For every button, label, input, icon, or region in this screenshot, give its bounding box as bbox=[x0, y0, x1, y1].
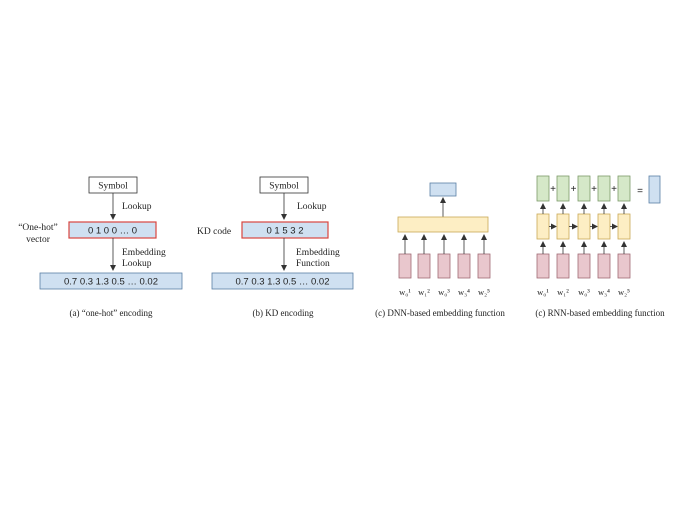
panel-a-embed-label-line1: Embedding bbox=[122, 248, 166, 258]
panel-b-embedding-box bbox=[211, 272, 354, 290]
panel-d-plus-sign: + bbox=[611, 184, 617, 195]
panel-d-input-label: w₀¹ bbox=[537, 287, 549, 297]
panel-d-input-cell bbox=[536, 253, 550, 279]
panel-d-hidden-cell bbox=[536, 213, 550, 240]
panel-c-input-label: w₃⁴ bbox=[458, 287, 470, 297]
panel-a-symbol-label: Symbol bbox=[98, 182, 128, 192]
panel-c-input-label: w₂⁵ bbox=[478, 287, 490, 297]
panel-d-cell-group: + w₀¹ + w₁² + w₀³ + w₃⁴ w₂⁵ bbox=[536, 175, 631, 297]
panel-a-caption: (a) “one-hot” encoding bbox=[70, 308, 153, 318]
panel-c-input-label: w₁² bbox=[418, 287, 430, 297]
panel-c-output-box bbox=[429, 182, 457, 197]
panel-d-input-cell bbox=[597, 253, 611, 279]
panel-d-output-cell bbox=[577, 175, 591, 202]
panel-d-input-cell bbox=[577, 253, 591, 279]
panel-b-lookup-label: Lookup bbox=[297, 202, 327, 212]
panel-c-input-label: w₀¹ bbox=[399, 287, 411, 297]
panel-a-onehot-label-line2: vector bbox=[26, 235, 51, 245]
panel-b-kd-vector-box bbox=[241, 221, 329, 239]
panel-d-output-cell bbox=[556, 175, 570, 202]
panel-d-equals: = bbox=[637, 186, 643, 197]
panel-d-hidden-cell bbox=[556, 213, 570, 240]
panel-d-plus-sign: + bbox=[550, 184, 556, 195]
panel-b-kd: Symbol Lookup KD code 0 1 5 3 2 Embeddin… bbox=[197, 176, 354, 318]
panel-b-embed-label-line2: Function bbox=[296, 259, 330, 269]
panel-c-input-cell bbox=[417, 253, 431, 279]
panel-a-embed-label-line2: Lookup bbox=[122, 259, 152, 269]
panel-a-lookup-label: Lookup bbox=[122, 202, 152, 212]
panel-a-embedding-values: 0.7 0.3 1.3 0.5 … 0.02 bbox=[64, 277, 158, 288]
panel-c-input-cell bbox=[437, 253, 451, 279]
panel-c-hidden-layer bbox=[397, 216, 489, 233]
panel-b-caption: (b) KD encoding bbox=[253, 308, 314, 318]
panel-d-input-label: w₂⁵ bbox=[618, 287, 630, 297]
panel-d-input-label: w₀³ bbox=[578, 287, 590, 297]
panel-c-dnn: w₀¹ w₁² w₀³ w₃⁴ w₂⁵ (c) DNN-based embedding … bbox=[375, 182, 505, 318]
panel-a-onehot-vector-box bbox=[68, 221, 157, 239]
panel-c-input-cell bbox=[457, 253, 471, 279]
panel-d-caption: (c) RNN-based embedding function bbox=[535, 308, 665, 318]
panel-b-symbol-label: Symbol bbox=[269, 182, 299, 192]
panel-b-kd-vector: 0 1 5 3 2 bbox=[267, 226, 304, 237]
panel-d-output-cell bbox=[536, 175, 550, 202]
panel-d-output-cell bbox=[597, 175, 611, 202]
panel-d-hidden-cell bbox=[597, 213, 611, 240]
panel-d-input-label: w₃⁴ bbox=[598, 287, 610, 297]
panel-d-input-label: w₁² bbox=[557, 287, 569, 297]
panel-b-embedding-values: 0.7 0.3 1.3 0.5 … 0.02 bbox=[235, 277, 329, 288]
panel-d-input-cell bbox=[617, 253, 631, 279]
panel-c-caption: (c) DNN-based embedding function bbox=[375, 308, 505, 318]
panel-d-output-cell bbox=[617, 175, 631, 202]
panel-d-rnn: + w₀¹ + w₁² + w₀³ + w₃⁴ w₂⁵ = (c) RNN-based embe… bbox=[535, 175, 665, 318]
panel-d-input-cell bbox=[556, 253, 570, 279]
panel-c-input-cell bbox=[398, 253, 412, 279]
panel-d-hidden-cell bbox=[617, 213, 631, 240]
panel-a-embedding-box bbox=[39, 272, 183, 290]
panel-d-plus-sign: + bbox=[591, 184, 597, 195]
panel-d-plus-sign: + bbox=[571, 184, 577, 195]
panel-a-onehot-vector: 0 1 0 0 … 0 bbox=[88, 226, 137, 237]
panel-c-input-group: w₀¹ w₁² w₀³ w₃⁴ w₂⁵ bbox=[398, 234, 491, 297]
panel-a-onehot: Symbol Lookup “One-hot” vector 0 1 0 0 …… bbox=[18, 176, 183, 318]
panel-d-result-box bbox=[648, 175, 661, 204]
panel-b-kd-label: KD code bbox=[197, 227, 231, 237]
panel-c-input-cell bbox=[477, 253, 491, 279]
panel-d-hidden-cell bbox=[577, 213, 591, 240]
panel-c-input-label: w₀³ bbox=[438, 287, 450, 297]
panel-b-embed-label-line1: Embedding bbox=[296, 248, 340, 258]
panel-a-onehot-label-line1: “One-hot” bbox=[18, 223, 58, 233]
